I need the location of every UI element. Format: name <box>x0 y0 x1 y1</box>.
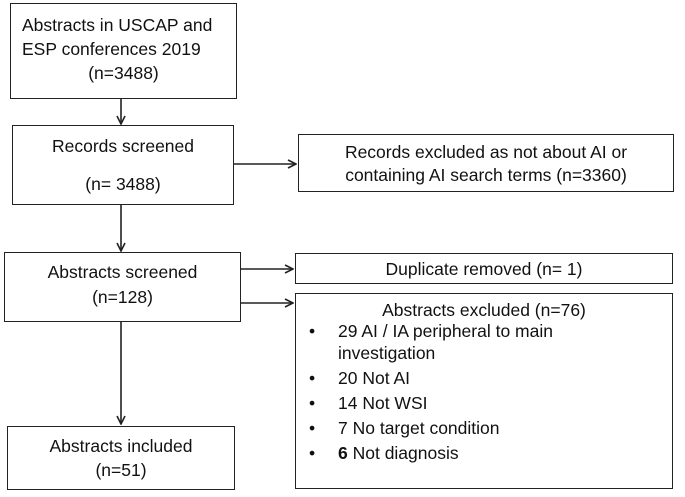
records-screened-title: Records screened <box>51 136 195 156</box>
exclusion-item: • 6 Not diagnosis <box>296 442 672 464</box>
abstracts-screened-title: Abstracts screened <box>47 262 198 282</box>
exclusion-item-text: 29 AI / IA peripheral to main <box>338 321 553 341</box>
duplicate-removed-box: Duplicate removed (n= 1) <box>295 253 673 284</box>
abstracts-included-box: Abstracts included (n=51) <box>7 426 235 490</box>
identified-box: Abstracts in USCAP and ESP conferences 2… <box>10 3 237 99</box>
records-screened-count: (n= 3488) <box>85 174 161 194</box>
duplicate-removed-label: Duplicate removed (n= 1) <box>385 259 583 279</box>
abstracts-screened-box: Abstracts screened (n=128) <box>4 252 241 322</box>
identified-line-2: ESP conferences 2019 <box>22 39 201 59</box>
bullet: • <box>309 418 316 438</box>
exclusion-item-count: 6 <box>338 443 348 463</box>
exclusion-item-text: 20 Not AI <box>338 368 410 388</box>
exclusion-item: • 29 AI / IA peripheral to main investig… <box>296 320 672 364</box>
exclusion-reasons-list: • 29 AI / IA peripheral to main investig… <box>296 320 672 464</box>
exclusion-item-text: Not diagnosis <box>347 443 459 463</box>
bullet: • <box>309 443 316 463</box>
abstracts-screened-count: (n=128) <box>92 287 153 307</box>
bullet: • <box>309 393 316 413</box>
identified-count: (n=3488) <box>88 63 159 83</box>
bullet: • <box>309 368 316 388</box>
abstracts-excluded-box: Abstracts excluded (n=76) • 29 AI / IA p… <box>295 293 673 489</box>
abstracts-included-title: Abstracts included <box>49 436 193 456</box>
records-excluded-line-2: containing AI search terms (n=3360) <box>345 165 627 185</box>
exclusion-item-text: 14 Not WSI <box>338 393 428 413</box>
exclusion-item: • 20 Not AI <box>296 367 672 389</box>
records-excluded-line-1: Records excluded as not about AI or <box>344 142 628 162</box>
records-excluded-box: Records excluded as not about AI or cont… <box>298 134 674 192</box>
identified-line-1: Abstracts in USCAP and <box>22 15 213 35</box>
abstracts-excluded-title: Abstracts excluded (n=76) <box>382 300 586 320</box>
exclusion-item-text: 7 No target condition <box>338 418 500 438</box>
bullet: • <box>309 321 316 341</box>
exclusion-item: • 14 Not WSI <box>296 392 672 414</box>
abstracts-included-count: (n=51) <box>95 460 147 480</box>
records-screened-box: Records screened (n= 3488) <box>12 125 234 205</box>
exclusion-item-text-cont: investigation <box>338 343 436 363</box>
exclusion-item: • 7 No target condition <box>296 417 672 439</box>
